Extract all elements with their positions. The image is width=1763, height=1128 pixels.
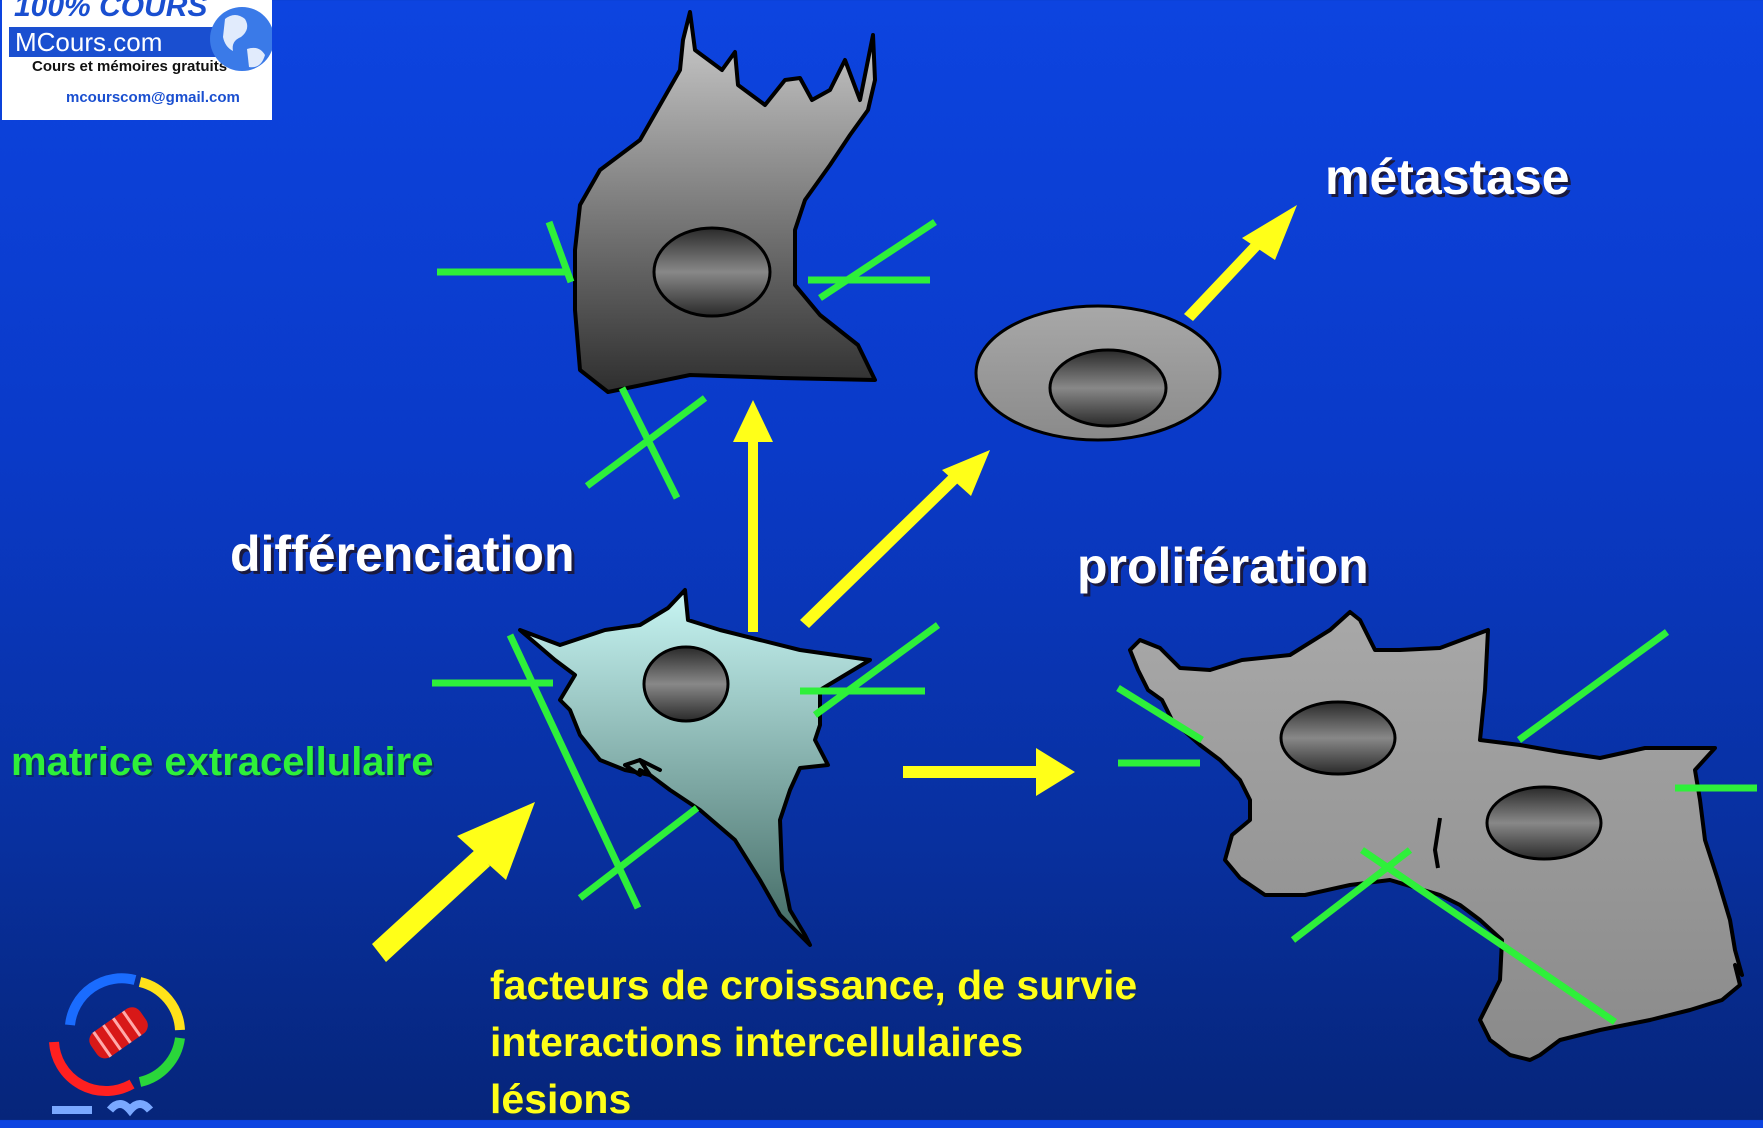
arrow-icon [1184, 205, 1297, 321]
label-metastase: métastase [1325, 148, 1570, 206]
label-matrice: matrice extracellulaire [11, 740, 433, 785]
arrow-icon [800, 450, 990, 628]
factor-line: facteurs de croissance, de survie [490, 957, 1137, 1014]
proliferating-cells [1130, 612, 1742, 1060]
dna-badge-icon [40, 970, 200, 1120]
label-differenciation: différenciation [230, 525, 574, 583]
label-proliferation: prolifération [1077, 537, 1369, 595]
factor-line: lésions [490, 1071, 1137, 1128]
factors-list: facteurs de croissance, de survie intera… [490, 957, 1137, 1128]
differentiated-cell [575, 12, 875, 392]
arrow-icon [903, 748, 1075, 796]
arrow-icon [733, 400, 773, 632]
factor-line: interactions intercellulaires [490, 1014, 1137, 1071]
metastatic-cell [976, 306, 1220, 440]
arrow-icon [372, 802, 535, 962]
